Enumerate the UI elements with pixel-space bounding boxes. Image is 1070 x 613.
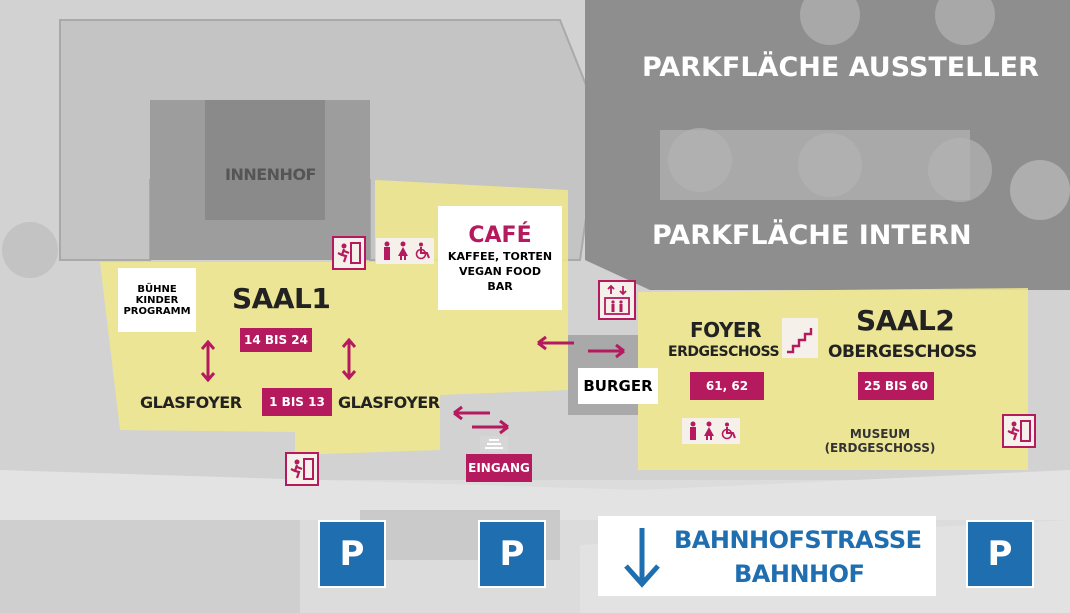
museum-label: MUSEUM (ERDGESCHOSS): [820, 420, 940, 462]
parking-sign-1: P: [318, 520, 386, 588]
cafe-line-1: KAFFEE, TORTEN: [447, 249, 553, 263]
cafe-line-3: BAR: [487, 279, 513, 293]
street-name: BAHNHOFSTRASSE: [674, 526, 922, 554]
elevator-icon: [598, 280, 636, 320]
innenhof-label: INNENHOF: [225, 165, 316, 184]
saal2-subtitle: OBERGESCHOSS: [828, 342, 977, 362]
emergency-exit-icon: [1002, 414, 1036, 448]
saal2-range-badge: 25 BIS 60: [858, 372, 934, 400]
street-sub: BAHNHOF: [734, 560, 865, 588]
facilities-saal1: [376, 238, 434, 264]
stage-line-1: BÜHNE: [137, 283, 177, 295]
foyer-range-badge: 61, 62: [690, 372, 764, 400]
double-arrow-icon: [453, 405, 509, 435]
foyer-subtitle: ERDGESCHOSS: [668, 344, 780, 360]
museum-line-2: (ERDGESCHOSS): [824, 441, 936, 455]
stage-line-3: PROGRAMM: [123, 305, 191, 317]
double-arrow-icon: [537, 335, 625, 359]
stage-line-2: KINDER: [135, 294, 179, 306]
cafe-box: CAFÉ KAFFEE, TORTEN VEGAN FOOD BAR: [438, 206, 562, 310]
wheelchair-icon: [721, 422, 736, 440]
entrance-steps-icon: [480, 436, 508, 452]
burger-box: BURGER: [578, 368, 658, 404]
emergency-exit-icon: [285, 452, 319, 486]
saal2-title: SAAL2: [856, 304, 955, 337]
parking-sign-3: P: [966, 520, 1034, 588]
emergency-exit-icon: [332, 236, 366, 270]
glasfoyer-right-label: GLASFOYER: [338, 393, 440, 412]
double-arrow-icon: [200, 340, 216, 382]
parking-sign-2: P: [478, 520, 546, 588]
parking-internal-label: PARKFLÄCHE INTERN: [652, 220, 972, 251]
entrance-badge: EINGANG: [466, 454, 532, 482]
saal1-title: SAAL1: [232, 282, 331, 315]
toilets-icon: [690, 421, 714, 440]
museum-line-1: MUSEUM: [849, 427, 911, 441]
glasfoyer-range-badge: 1 BIS 13: [262, 388, 332, 416]
wheelchair-icon: [415, 242, 430, 260]
stairs-icon: [782, 318, 818, 358]
toilets-icon: [384, 241, 408, 260]
street-sign: BAHNHOFSTRASSE BAHNHOF: [598, 516, 936, 596]
stage-box: BÜHNE KINDER PROGRAMM: [118, 268, 196, 332]
glasfoyer-left-label: GLASFOYER: [140, 393, 242, 412]
saal1-range-badge: 14 BIS 24: [240, 328, 312, 352]
burger-label: BURGER: [583, 377, 653, 395]
cafe-title: CAFÉ: [468, 222, 532, 248]
double-arrow-icon: [341, 338, 357, 380]
facilities-saal2: [682, 418, 740, 444]
parking-exhibitors-label: PARKFLÄCHE AUSSTELLER: [642, 52, 1039, 83]
foyer-title: FOYER: [690, 318, 762, 342]
cafe-line-2: VEGAN FOOD: [459, 264, 541, 278]
down-arrow-icon: [624, 528, 660, 588]
